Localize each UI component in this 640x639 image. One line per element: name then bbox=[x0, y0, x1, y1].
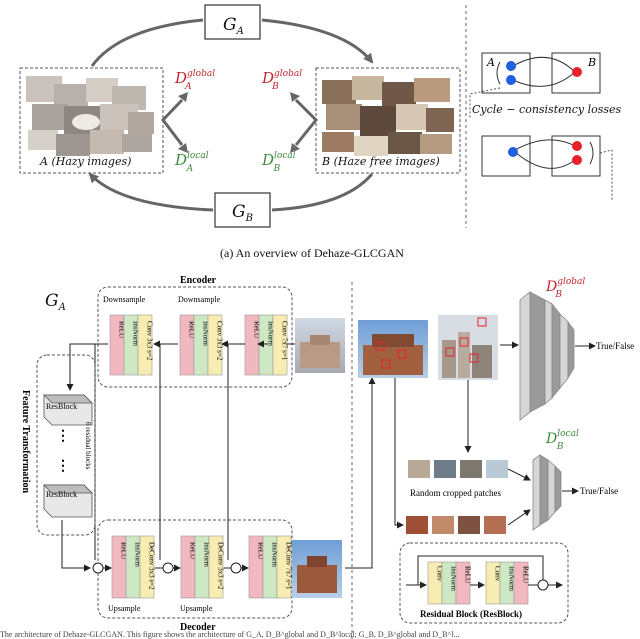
domain-b-label: B (Haze free images) bbox=[321, 155, 440, 168]
local-discriminator-stack bbox=[532, 454, 562, 531]
res-layer-2-label: Conv bbox=[494, 566, 502, 582]
encoder-box bbox=[97, 286, 293, 388]
encoder-block-1: ReLU InsNorm Conv 3x3 s=2 bbox=[109, 314, 154, 376]
decoder-block-1-label: InsNorm bbox=[134, 542, 142, 567]
upsample-2: Upsample bbox=[180, 604, 213, 613]
g-b-label: GB bbox=[232, 202, 253, 224]
decoder-title: Decoder bbox=[180, 622, 216, 633]
real-image-with-patches bbox=[438, 315, 498, 380]
res-layer-1-label: InsNorm bbox=[450, 566, 458, 591]
encoder-block-3: ReLU InsNorm Conv 7x7 s=1 bbox=[244, 314, 289, 376]
encoder-block-2-label: Conv 3x3 s=2 bbox=[216, 321, 224, 361]
encoder-block-1-label: ReLU bbox=[118, 321, 126, 338]
true-false-local: True/False bbox=[580, 486, 618, 496]
res-layer-2-label: InsNorm bbox=[508, 566, 516, 591]
hazy-images-collage bbox=[26, 76, 154, 156]
add-node-3 bbox=[230, 562, 242, 574]
true-false-global: True/False bbox=[596, 341, 634, 351]
svg-text:B: B bbox=[587, 56, 596, 69]
decoder-block-3: ReLU InsNorm DeConv 7x7 s=1 bbox=[248, 535, 293, 599]
global-discriminator-stack bbox=[519, 291, 575, 421]
res-layer-2-label: ReLU bbox=[522, 566, 530, 583]
encoder-block-1-label: Conv 3x3 s=2 bbox=[146, 321, 154, 361]
encoder-block-3-label: ReLU bbox=[253, 321, 261, 338]
encoder-title: Encoder bbox=[180, 275, 217, 286]
add-node-1 bbox=[92, 562, 104, 574]
decoder-block-3-label: ReLU bbox=[257, 542, 265, 559]
arrow-b-discriminators bbox=[294, 98, 319, 146]
add-node-2 bbox=[162, 562, 174, 574]
resblock-top: ResBlock bbox=[43, 394, 93, 426]
residual-block-box bbox=[399, 542, 569, 624]
residual-block-layers: Conv InsNorm ReLU Conv InsNorm ReLU bbox=[427, 561, 530, 605]
resblock-ellipsis: ⋮ bbox=[56, 429, 70, 444]
res-layer-1-label: ReLU bbox=[464, 566, 472, 583]
decoder-block-1: ReLU InsNorm DeConv 3x3 s=2 bbox=[111, 535, 156, 599]
input-hazy-image bbox=[295, 318, 345, 373]
decoder-block-2-label: InsNorm bbox=[203, 542, 211, 567]
svg-text:ResBlock: ResBlock bbox=[46, 402, 77, 411]
detail-g-a-label: GA bbox=[45, 291, 66, 313]
output-dehazed-image bbox=[292, 540, 342, 598]
arrow-a-discriminators bbox=[161, 98, 184, 146]
arc-a-to-ga bbox=[90, 18, 204, 67]
g-a-label: GA bbox=[223, 15, 244, 37]
upsample-1: Upsample bbox=[108, 604, 141, 613]
svg-text:⋮: ⋮ bbox=[56, 459, 70, 474]
architecture-panel: GA Encoder Downsample Downsample Decoder… bbox=[20, 275, 634, 639]
overview-panel: GA GB A (Hazy images) bbox=[19, 4, 622, 260]
decoder-block-1-label: ReLU bbox=[120, 542, 128, 559]
generated-image-with-patches bbox=[358, 320, 428, 378]
decoder-block-2-label: ReLU bbox=[189, 542, 197, 559]
arc-ga-to-b bbox=[261, 18, 374, 64]
feature-transformation-label: Feature Transformation bbox=[20, 390, 31, 493]
real-patches-row bbox=[408, 460, 508, 478]
encoder-block-2: ReLU InsNorm Conv 3x3 s=2 bbox=[179, 314, 224, 376]
g-b-box bbox=[214, 192, 271, 228]
encoder-block-3-label: Conv 7x7 s=1 bbox=[281, 321, 289, 361]
feature-transformation-box bbox=[36, 354, 96, 536]
downsample-1: Downsample bbox=[103, 295, 146, 304]
figure-caption-fragment: The architecture of Dehaze-GLCGAN. This … bbox=[0, 630, 459, 639]
cycle-diagram-top: A B bbox=[481, 52, 601, 94]
g-a-box bbox=[204, 4, 261, 40]
haze-free-images-collage bbox=[322, 76, 454, 156]
cycle-loss-label: Cycle − consistency losses bbox=[472, 103, 622, 116]
fake-patches-row bbox=[406, 516, 506, 534]
decoder-block-1-label: DeConv 3x3 s=2 bbox=[148, 542, 156, 590]
res-layer-1: Conv InsNorm ReLU bbox=[427, 561, 472, 605]
encoder-block-2-label: InsNorm bbox=[202, 321, 210, 346]
random-patches-label: Random cropped patches bbox=[410, 488, 501, 498]
downsample-2: Downsample bbox=[178, 295, 221, 304]
residual-block-title: Residual Block (ResBlock) bbox=[420, 609, 522, 619]
res-add-node bbox=[537, 579, 549, 591]
res-layer-1-label: Conv bbox=[436, 566, 444, 582]
encoder-block-3-label: InsNorm bbox=[267, 321, 275, 346]
resblock-bottom: ResBlock bbox=[43, 484, 93, 518]
domain-a-label: A (Hazy images) bbox=[39, 155, 131, 168]
decoder-block-2: ReLU InsNorm DeConv 3x3 s=2 bbox=[180, 535, 225, 599]
res-layer-2: Conv InsNorm ReLU bbox=[485, 561, 530, 605]
arc-b-to-gb bbox=[271, 173, 374, 212]
arc-gb-to-a bbox=[88, 172, 214, 212]
cycle-diagram-bottom bbox=[481, 135, 601, 177]
svg-text:A: A bbox=[486, 56, 495, 69]
decoder-block-2-label: DeConv 3x3 s=2 bbox=[217, 542, 225, 590]
residual-blocks-note: 6 residual blocks bbox=[84, 422, 92, 470]
svg-text:ResBlock: ResBlock bbox=[46, 490, 77, 499]
encoder-blocks: ReLU InsNorm Conv 3x3 s=2 ReLU InsNorm Conv 3… bbox=[109, 314, 289, 376]
overview-caption: (a) An overview of Dehaze-GLCGAN bbox=[220, 246, 404, 260]
decoder-blocks: ReLU InsNorm DeConv 3x3 s=2 ReLU InsNorm DeCo… bbox=[111, 535, 293, 599]
encoder-block-2-label: ReLU bbox=[188, 321, 196, 338]
decoder-block-3-label: DeConv 7x7 s=1 bbox=[285, 542, 293, 590]
encoder-block-1-label: InsNorm bbox=[132, 321, 140, 346]
decoder-block-3-label: InsNorm bbox=[271, 542, 279, 567]
